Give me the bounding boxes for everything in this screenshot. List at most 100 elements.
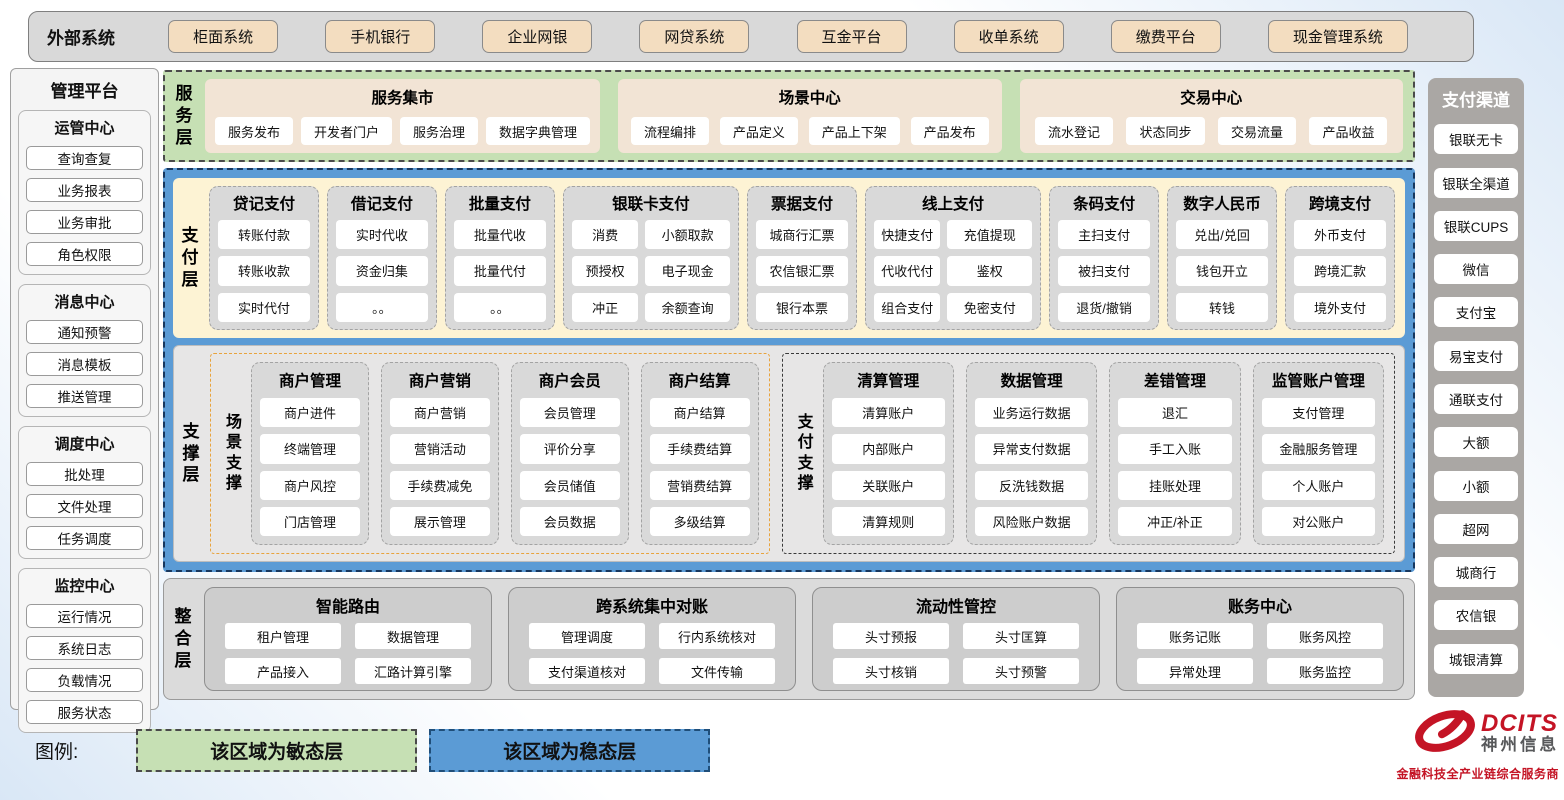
integration-panel: 流动性管控头寸预报头寸匡算头寸核销头寸预警 bbox=[812, 587, 1100, 691]
payment-item-box: 转账收款 bbox=[218, 256, 310, 286]
support-item-box: 商户营销 bbox=[389, 398, 490, 428]
support-group: 商户会员会员管理评价分享会员储值会员数据 bbox=[510, 362, 629, 545]
payment-item-box: 退货/撤销 bbox=[1058, 292, 1151, 322]
integration-item-box: 数据管理 bbox=[355, 623, 471, 649]
support-item-box: 反洗钱数据 bbox=[974, 470, 1089, 500]
integration-item-box: 头寸核销 bbox=[833, 658, 949, 684]
external-system-box: 网贷系统 bbox=[639, 20, 750, 53]
management-item-box: 业务审批 bbox=[26, 210, 143, 234]
integration-panel-items: 管理调度行内系统核对支付渠道核对文件传输 bbox=[519, 623, 785, 684]
payment-item-box: 电子现金 bbox=[645, 256, 731, 286]
support-item-box: 支付管理 bbox=[1261, 398, 1375, 428]
payment-item-box: 实时代收 bbox=[335, 220, 428, 250]
payment-layer-columns: 贷记支付转账付款转账收款实时代付借记支付实时代收资金归集。。批量支付批量代收批量… bbox=[209, 186, 1395, 330]
payment-column: 银联卡支付消费小额取款预授权电子现金冲正余额查询 bbox=[562, 186, 740, 330]
payment-column-title: 批量支付 bbox=[468, 196, 531, 213]
support-group-title: 商户管理 bbox=[278, 373, 341, 390]
service-item-box: 产品收益 bbox=[1309, 117, 1388, 145]
support-layer-sections: 场景支撑商户管理商户进件终端管理商户风控门店管理商户营销商户营销营销活动手续费减… bbox=[210, 353, 1395, 554]
management-item-box: 批处理 bbox=[26, 462, 143, 486]
service-panel-items: 服务发布开发者门户服务治理数据字典管理 bbox=[215, 116, 591, 146]
support-layer-label-wrap: 支撑层 bbox=[176, 353, 206, 554]
channel-item-box: 银联无卡 bbox=[1434, 124, 1518, 155]
dcits-swirl-icon bbox=[1411, 704, 1479, 763]
support-item-box: 清算规则 bbox=[831, 506, 945, 536]
management-group: 调度中心批处理文件处理任务调度 bbox=[18, 426, 151, 559]
service-panel-title: 服务集市 bbox=[371, 90, 434, 107]
external-systems-items: 柜面系统手机银行企业网银网贷系统互金平台收单系统缴费平台现金管理系统 bbox=[121, 20, 1455, 53]
service-panel-items: 流程编排产品定义产品上下架产品发布 bbox=[628, 116, 991, 146]
dcits-tagline: 金融科技全产业链综合服务商 bbox=[1396, 767, 1559, 781]
payment-item-box: 兑出/兑回 bbox=[1176, 220, 1269, 250]
integration-layer-label: 整合层 bbox=[174, 607, 192, 670]
support-item-box: 清算账户 bbox=[831, 398, 945, 428]
external-system-box: 缴费平台 bbox=[1110, 20, 1221, 53]
dcits-logo: DCITS 神州信息 金融科技全产业链综合服务商 bbox=[1383, 704, 1559, 782]
payment-item-box: 免密支付 bbox=[947, 292, 1033, 322]
support-group: 差错管理退汇手工入账挂账处理冲正/补正 bbox=[1109, 362, 1241, 545]
management-item-box: 运行情况 bbox=[26, 604, 143, 628]
support-group: 监管账户管理支付管理金融服务管理个人账户对公账户 bbox=[1252, 362, 1384, 545]
integration-panel-items: 租户管理数据管理产品接入汇路计算引擎 bbox=[215, 623, 481, 684]
external-system-box: 互金平台 bbox=[796, 20, 907, 53]
management-item-box: 服务状态 bbox=[26, 700, 143, 724]
management-groups: 运管中心查询查复业务报表业务审批角色权限消息中心通知预警消息模板推送管理调度中心… bbox=[18, 110, 151, 733]
management-item-box: 角色权限 bbox=[26, 242, 143, 266]
support-item-box: 手续费结算 bbox=[649, 434, 750, 464]
channel-item-box: 超网 bbox=[1434, 513, 1518, 544]
support-group-title: 商户营销 bbox=[408, 373, 471, 390]
support-item-box: 门店管理 bbox=[260, 506, 360, 536]
external-system-box: 柜面系统 bbox=[168, 20, 279, 53]
support-layer: 支撑层 场景支撑商户管理商户进件终端管理商户风控门店管理商户营销商户营销营销活动… bbox=[173, 345, 1405, 562]
support-item-box: 会员储值 bbox=[519, 470, 620, 500]
support-item-box: 业务运行数据 bbox=[974, 398, 1089, 428]
integration-item-box: 头寸预警 bbox=[963, 658, 1079, 684]
payment-item-box: 充值提现 bbox=[947, 220, 1033, 250]
support-layer-label: 支撑层 bbox=[182, 421, 200, 485]
integration-panel: 智能路由租户管理数据管理产品接入汇路计算引擎 bbox=[204, 587, 492, 691]
channel-item-box: 通联支付 bbox=[1434, 383, 1518, 414]
payment-column-title: 条码支付 bbox=[1073, 196, 1136, 213]
management-group: 监控中心运行情况系统日志负载情况服务状态 bbox=[18, 568, 151, 733]
integration-panel-title: 流动性管控 bbox=[915, 599, 996, 616]
support-group: 商户营销商户营销营销活动手续费减免展示管理 bbox=[380, 362, 499, 545]
channel-item-box: 支付宝 bbox=[1434, 297, 1518, 328]
support-item-box: 会员管理 bbox=[519, 398, 620, 428]
legend-label: 图例: bbox=[35, 741, 79, 763]
management-item-box: 业务报表 bbox=[26, 178, 143, 202]
management-item-box: 负载情况 bbox=[26, 668, 143, 692]
service-panel-items: 流水登记状态同步交易流量产品收益 bbox=[1030, 116, 1393, 146]
payment-item-box: 外币支付 bbox=[1294, 220, 1386, 250]
integration-layer-label-wrap: 整合层 bbox=[168, 587, 198, 691]
payment-item-box: 鉴权 bbox=[947, 256, 1033, 286]
payment-item-box: 资金归集 bbox=[335, 256, 428, 286]
support-group-title: 清算管理 bbox=[857, 373, 920, 390]
payment-column-items: 批量代收批量代付。。 bbox=[453, 220, 546, 322]
management-item-box: 查询查复 bbox=[26, 146, 143, 170]
support-item-box: 挂账处理 bbox=[1118, 470, 1232, 500]
payment-layer: 支付层 贷记支付转账付款转账收款实时代付借记支付实时代收资金归集。。批量支付批量… bbox=[173, 178, 1405, 338]
channel-item-box: 城银清算 bbox=[1434, 643, 1518, 674]
payment-item-box: 钱包开立 bbox=[1176, 256, 1269, 286]
payment-column: 借记支付实时代收资金归集。。 bbox=[326, 186, 437, 330]
support-item-box: 手工入账 bbox=[1118, 434, 1232, 464]
support-item-box: 营销活动 bbox=[389, 434, 490, 464]
external-system-box: 手机银行 bbox=[325, 20, 436, 53]
integration-panel-items: 头寸预报头寸匡算头寸核销头寸预警 bbox=[823, 623, 1089, 684]
service-layer: 服务层 服务集市服务发布开发者门户服务治理数据字典管理场景中心流程编排产品定义产… bbox=[163, 70, 1415, 162]
support-item-box: 商户进件 bbox=[260, 398, 360, 428]
management-group: 运管中心查询查复业务报表业务审批角色权限 bbox=[18, 110, 151, 275]
payment-column: 票据支付城商行汇票农信银汇票银行本票 bbox=[747, 186, 857, 330]
support-item-box: 手续费减免 bbox=[389, 470, 490, 500]
payment-column-items: 消费小额取款预授权电子现金冲正余额查询 bbox=[571, 220, 731, 322]
support-group-title: 监管账户管理 bbox=[1271, 373, 1365, 390]
support-groups: 清算管理清算账户内部账户关联账户清算规则数据管理业务运行数据异常支付数据反洗钱数… bbox=[822, 362, 1384, 545]
support-section-label: 场景支撑 bbox=[225, 413, 242, 492]
payment-item-box: 跨境汇款 bbox=[1294, 256, 1386, 286]
support-section-label-wrap: 场景支撑 bbox=[221, 362, 247, 545]
channel-item-box: 微信 bbox=[1434, 254, 1518, 285]
service-layer-label: 服务层 bbox=[175, 84, 193, 147]
service-item-box: 产品发布 bbox=[910, 117, 989, 145]
support-item-box: 会员数据 bbox=[519, 506, 620, 536]
